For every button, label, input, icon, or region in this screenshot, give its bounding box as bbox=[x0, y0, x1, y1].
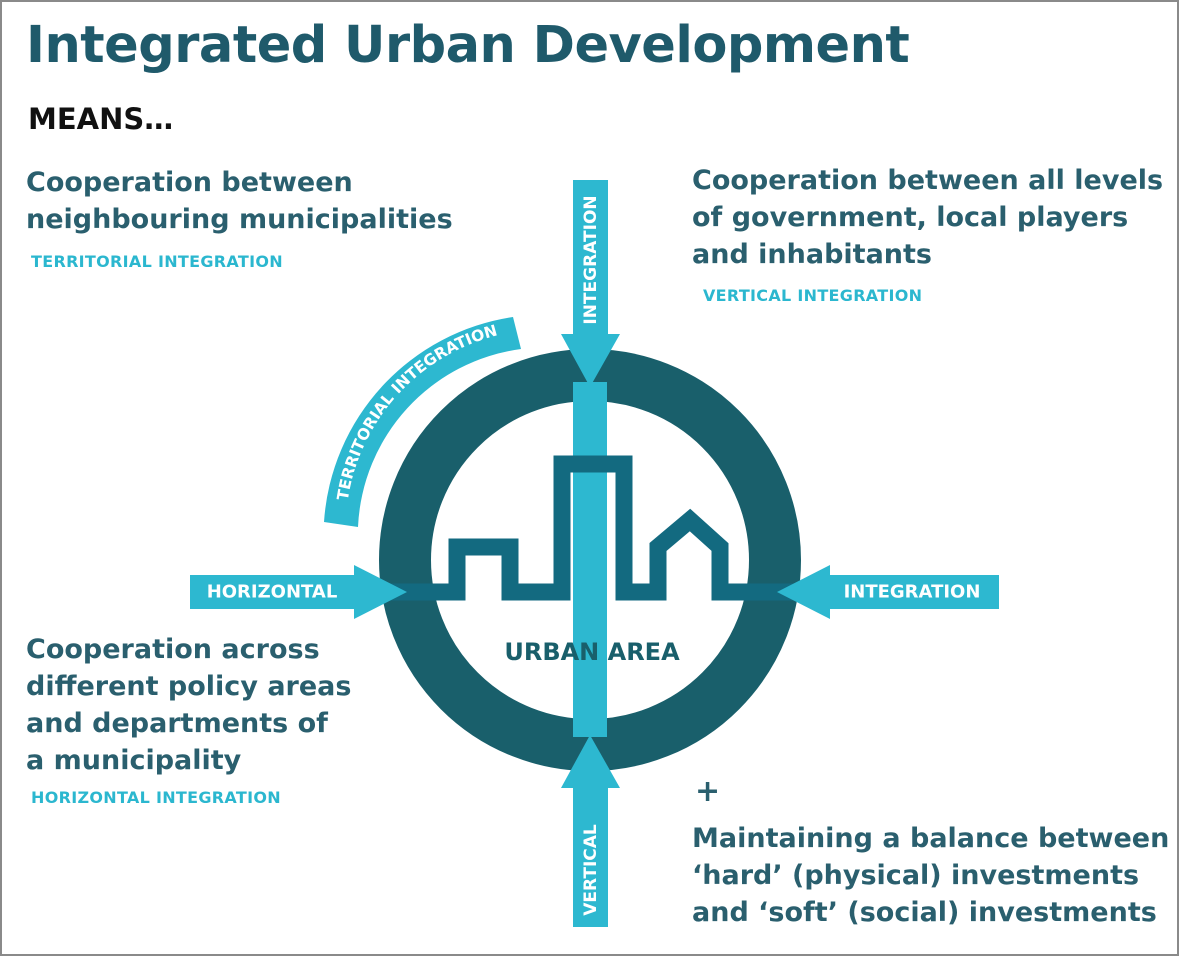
arrow-top bbox=[561, 180, 620, 387]
territorial-line-1: Cooperation between bbox=[26, 167, 353, 198]
page-subtitle: MEANS… bbox=[28, 102, 174, 136]
arrow-bottom-label: VERTICAL bbox=[581, 824, 601, 916]
territorial-tag: TERRITORIAL INTEGRATION bbox=[31, 252, 283, 271]
vertical-bar bbox=[573, 382, 607, 737]
horizontal-description: Cooperation across different policy area… bbox=[26, 631, 351, 779]
urban-area-label: URBAN AREA bbox=[504, 638, 680, 666]
skyline bbox=[380, 455, 802, 601]
territorial-line-2: neighbouring municipalities bbox=[26, 204, 453, 235]
page-title: Integrated Urban Development bbox=[26, 16, 910, 75]
arrow-top-label: INTEGRATION bbox=[581, 195, 601, 324]
arrow-bottom bbox=[561, 735, 620, 927]
balance-description: Maintaining a balance between ‘hard’ (ph… bbox=[692, 820, 1169, 931]
balance-line-1: Maintaining a balance between bbox=[692, 823, 1170, 854]
horizontal-tag: HORIZONTAL INTEGRATION bbox=[31, 788, 281, 807]
vertical-line-2: of government, local players bbox=[692, 202, 1129, 233]
vertical-line-3: and inhabitants bbox=[692, 239, 932, 270]
horizontal-line-4: a municipality bbox=[26, 745, 242, 776]
arrow-right-label: INTEGRATION bbox=[844, 582, 981, 603]
balance-line-3: and ‘soft’ (social) investments bbox=[692, 897, 1157, 928]
vertical-line-1: Cooperation between all levels bbox=[692, 165, 1164, 196]
arrow-right bbox=[777, 565, 999, 619]
plus-sign: + bbox=[695, 774, 721, 809]
balance-line-2: ‘hard’ (physical) investments bbox=[692, 860, 1140, 891]
arrow-left bbox=[190, 565, 407, 619]
arrow-left-label: HORIZONTAL bbox=[207, 582, 338, 603]
territorial-description: Cooperation between neighbouring municip… bbox=[26, 164, 453, 238]
horizontal-line-3: and departments of bbox=[26, 708, 328, 739]
horizontal-line-1: Cooperation across bbox=[26, 634, 320, 665]
vertical-description: Cooperation between all levels of govern… bbox=[692, 162, 1163, 273]
vertical-tag: VERTICAL INTEGRATION bbox=[703, 286, 923, 305]
horizontal-line-2: different policy areas bbox=[26, 671, 352, 702]
territorial-arc bbox=[324, 317, 521, 527]
